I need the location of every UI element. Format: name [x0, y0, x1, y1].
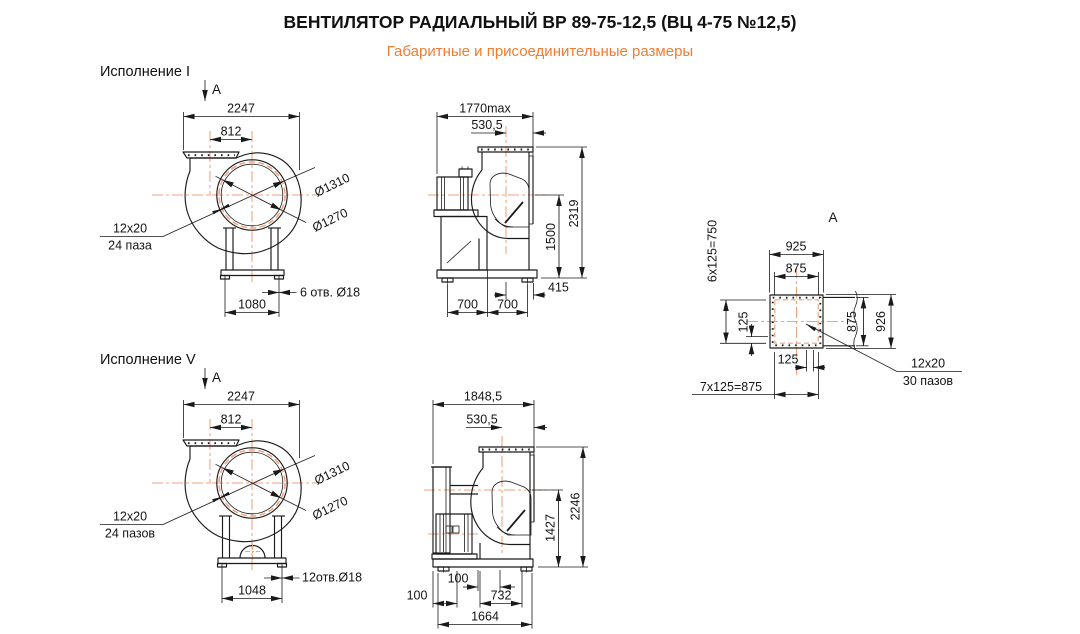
dim-label: 100 [448, 572, 469, 586]
dim-label: 1664 [471, 610, 499, 624]
dim-label: Ø1270 [310, 494, 350, 523]
dim-label: 125 [778, 353, 799, 367]
dim-label: 1500 [544, 223, 558, 251]
dim-label: 700 [457, 298, 478, 312]
dim-label: 125 [737, 312, 751, 333]
dim-label: 7x125=875 [700, 380, 762, 394]
dim-label: 700 [497, 298, 518, 312]
dim-label: 100 [407, 589, 428, 603]
dim-label: 2246 [569, 493, 583, 521]
slot-size-label: 12x20 [113, 510, 147, 524]
view-exec5-side: 1848,5 530,5 2246 1427 100 100 732 [407, 390, 588, 629]
dim-label: Ø1310 [312, 171, 352, 200]
dim-label: 1770max [459, 102, 511, 116]
dim-label: 530,5 [466, 413, 497, 427]
dim-label: 1427 [544, 514, 558, 542]
page-subtitle: Габаритные и присоединительные размеры [386, 43, 694, 60]
exec5-view-label: Исполнение V [100, 352, 196, 368]
dim-label: 812 [221, 413, 242, 427]
slot-count-label: 24 паза [108, 239, 152, 253]
slot-size-label: 12x20 [911, 357, 945, 371]
dim-label: 1080 [238, 298, 266, 312]
view-exec1-front: А 224 [100, 80, 360, 317]
view-exec1-side: 1770max 530,5 2319 1500 415 700 700 [428, 102, 587, 317]
dim-label: Ø1310 [312, 459, 352, 488]
exec1-view-label: Исполнение I [100, 64, 191, 80]
view-a-label: А [828, 210, 837, 225]
dim-label: 2247 [227, 390, 255, 404]
dim-label: 530,5 [471, 118, 502, 132]
view-a-flange: А 925 875 6x125=750 [692, 210, 962, 399]
dim-label: Ø1270 [310, 206, 350, 235]
dim-label: 875 [845, 311, 859, 332]
dim-label: 1848,5 [464, 390, 502, 404]
dim-label: 732 [491, 589, 512, 603]
holes-label: 12отв.Ø18 [302, 571, 362, 585]
slot-count-label: 30 пазов [903, 374, 953, 388]
page-title: ВЕНТИЛЯТОР РАДИАЛЬНЫЙ ВР 89-75-12,5 (ВЦ … [283, 12, 797, 32]
dim-label: 6x125=750 [706, 220, 720, 282]
view-exec5-front: А [100, 368, 362, 603]
slot-size-label: 12x20 [113, 222, 147, 236]
holes-label: 6 отв. Ø18 [300, 286, 360, 300]
dim-label: 1048 [238, 584, 266, 598]
dim-label: 925 [786, 240, 807, 254]
dim-label: 415 [548, 281, 569, 295]
section-arrow-label: А [212, 370, 221, 385]
section-arrow-label: А [212, 82, 221, 97]
dim-label: 875 [786, 262, 807, 276]
dim-label: 2247 [227, 102, 255, 116]
dim-label: 2319 [567, 200, 581, 228]
dim-label: 812 [221, 125, 242, 139]
dim-label: 926 [874, 311, 888, 332]
slot-count-label: 24 пазов [105, 527, 155, 541]
